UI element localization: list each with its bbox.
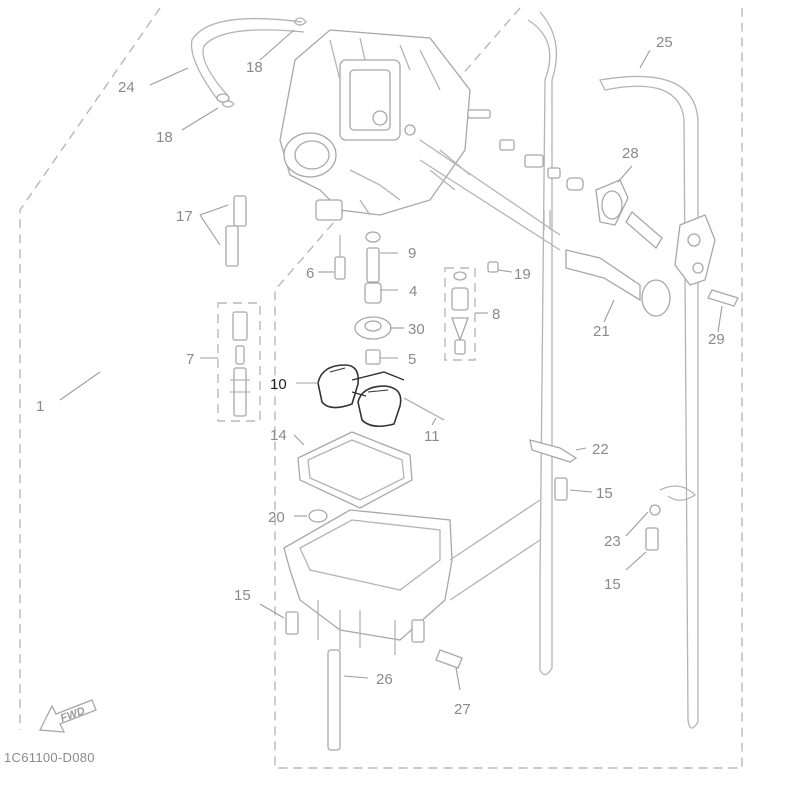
needle-valve-set [444,261,499,361]
float-gasket [297,431,413,523]
label-part-10: 10 [270,376,287,393]
label-part-18-a: 18 [246,59,263,76]
fwd-arrow-icon: FWD [38,699,97,733]
label-part-23: 23 [604,533,621,550]
jet-stack [334,231,392,365]
float-assembly [317,364,445,428]
label-part-27: 27 [454,701,471,718]
label-part-25: 25 [656,34,673,51]
hose-24 [190,17,305,103]
label-part-4: 4 [409,283,417,300]
label-part-21: 21 [593,323,610,340]
pilot-jet-assembly [217,195,261,422]
throttle-shaft-parts [419,109,739,317]
hose-clips [221,17,307,108]
assembly-outline [19,7,743,769]
label-part-1: 1 [36,398,44,415]
label-part-14: 14 [270,427,287,444]
label-part-15-b: 15 [604,576,621,593]
float-bowl [283,499,541,655]
label-part-19: 19 [514,266,531,283]
drain-hoses [527,11,699,729]
part-labels: 1 4 5 6 7 8 9 10 11 14 15 15 15 17 18 18… [36,34,725,718]
label-part-15-a: 15 [596,485,613,502]
label-part-15-c: 15 [234,587,251,604]
label-part-5: 5 [408,351,416,368]
leader-lines [59,29,723,691]
diagram-code: 1C61100-D080 [4,750,95,765]
label-part-30: 30 [408,321,425,338]
right-small-parts [285,439,697,635]
label-part-29: 29 [708,331,725,348]
bowl-drain [327,649,463,751]
label-part-24: 24 [118,79,135,96]
label-part-22: 22 [592,441,609,458]
label-part-7: 7 [186,351,194,368]
label-part-8: 8 [492,306,500,323]
label-part-17: 17 [176,208,193,225]
label-part-9: 9 [408,245,416,262]
label-part-28: 28 [622,145,639,162]
label-part-6: 6 [306,265,314,282]
carburetor-body [279,29,471,221]
fwd-label: FWD [59,705,87,725]
label-part-11: 11 [424,428,440,445]
label-part-18-b: 18 [156,129,173,146]
label-part-20: 20 [268,509,285,526]
label-part-26: 26 [376,671,393,688]
